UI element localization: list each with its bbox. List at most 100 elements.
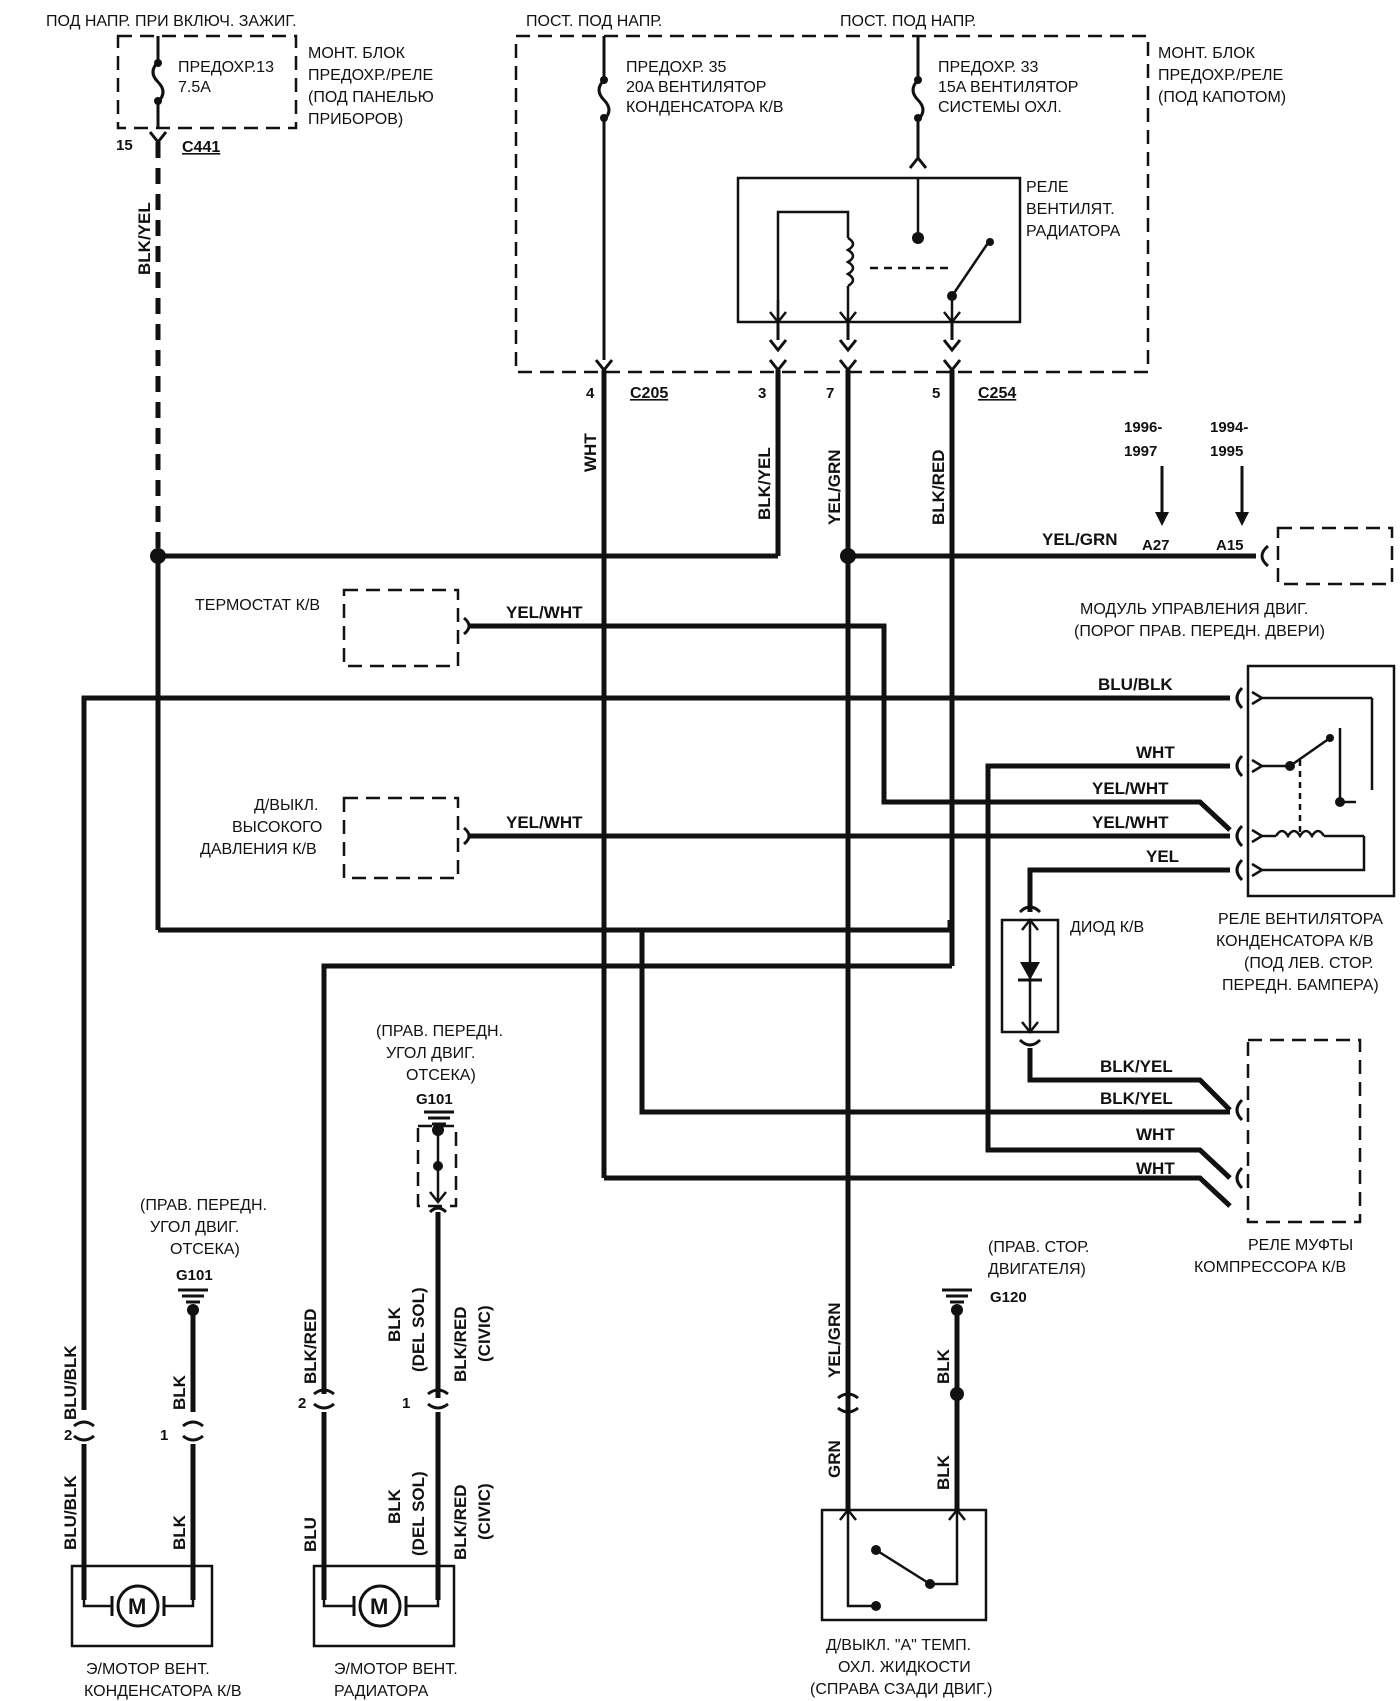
wire-label-yel-wht-hps: YEL/WHT [506, 813, 583, 832]
cond-relay-label-3: (ПОД ЛЕВ. СТОР. [1244, 955, 1374, 972]
dash-box-label-4: ПРИБОРОВ) [308, 111, 403, 128]
wire-label-blk-red-civic-up2: (CIVIC) [475, 1305, 494, 1362]
wire-yel-wht-thermo [470, 623, 1232, 832]
fuse13-rating: 7.5A [178, 79, 211, 96]
wire-label-blk-yel-clutch2: BLK/YEL [1100, 1089, 1173, 1108]
wire-label-blk-yel-3: BLK/YEL [755, 447, 774, 520]
wire-label-yel-grn-7: YEL/GRN [825, 449, 844, 525]
c254-label: C254 [978, 385, 1016, 402]
clutch-relay-label-1: РЕЛЕ МУФТЫ [1248, 1237, 1353, 1254]
motor-cond-internals [82, 1566, 195, 1628]
wire-wht-clutch [604, 1175, 1232, 1208]
hood-box-label-1: МОНТ. БЛОК [1158, 45, 1256, 62]
wire-label-blk-red-civic-up1: BLK/RED [451, 1306, 470, 1382]
fuse-13 [151, 36, 165, 128]
pin-5: 5 [932, 385, 940, 402]
motor-cond-label-1: Э/МОТОР ВЕНТ. [86, 1661, 210, 1678]
g101b-label-2: УГОЛ ДВИГ. [386, 1045, 475, 1062]
wire-label-blk-up-a: BLK [170, 1374, 189, 1410]
motor-rad-box [312, 1564, 456, 1648]
rad-relay-label-2: ВЕНТИЛЯТ. [1026, 201, 1115, 218]
tempsw-label-1: Д/ВЫКЛ. "А" ТЕМП. [826, 1637, 971, 1654]
wire-label-blk-red-civic-dn1: BLK/RED [451, 1484, 470, 1560]
wire-wht-relay [985, 763, 1232, 1180]
motor-rad-label-2: РАДИАТОРА [334, 1683, 429, 1700]
ign-power-label: ПОД НАПР. ПРИ ВКЛЮЧ. ЗАЖИГ. [46, 13, 297, 30]
wire-blk-yel-clutch [158, 927, 1230, 1115]
wire-yel-diode [1027, 867, 1230, 912]
wire-label-wht-clutch2: WHT [1136, 1159, 1175, 1178]
cond-relay-connectors [1235, 686, 1244, 882]
motor-rad-label-1: Э/МОТОР ВЕНТ. [334, 1661, 458, 1678]
radiator-relay-internals [776, 178, 994, 322]
pin-15: 15 [116, 137, 133, 154]
g120-label-2: ДВИГАТЕЛЯ) [988, 1261, 1086, 1278]
motor-rad-symbol: M [370, 1594, 388, 1619]
fuse35-desc: КОНДЕНСАТОРА К/В [626, 99, 783, 116]
radiator-relay-box [736, 176, 1022, 324]
wire-label-blk-yel-clutch1: BLK/YEL [1100, 1057, 1173, 1076]
motor-cond-box [70, 1564, 214, 1648]
c205-label: C205 [630, 385, 668, 402]
year-1994-1: 1994- [1210, 419, 1248, 436]
hood-box-terminals [594, 300, 962, 373]
fuse33-desc: СИСТЕМЫ ОХЛ. [938, 99, 1062, 116]
hps-label-3: ДАВЛЕНИЯ К/В [200, 841, 317, 858]
g101a-ground-symbol [178, 1288, 208, 1316]
ecm-connector [1260, 544, 1270, 568]
g101b-label-1: (ПРАВ. ПЕРЕДН. [376, 1023, 503, 1040]
rad-relay-label-3: РАДИАТОРА [1026, 223, 1121, 240]
ecm-label-1: МОДУЛЬ УПРАВЛЕНИЯ ДВИГ. [1080, 601, 1308, 618]
cond-relay-label-1: РЕЛЕ ВЕНТИЛЯТОРА [1218, 911, 1383, 928]
wire-label-blk-del-sol-up1: BLK [385, 1306, 404, 1342]
hood-box-label-3: (ПОД КАПОТОМ) [1158, 89, 1286, 106]
g120-conn: G120 [990, 1289, 1027, 1306]
year-1996-2: 1997 [1124, 443, 1157, 460]
wire-label-yel-grn-low: YEL/GRN [825, 1302, 844, 1378]
fuse13-label: ПРЕДОХР.13 [178, 59, 274, 76]
tempsw-label-3: (СПРАВА СЗАДИ ДВИГ.) [810, 1681, 992, 1698]
wire-label-blk-red-5: BLK/RED [929, 449, 948, 525]
g120-label-1: (ПРАВ. СТОР. [988, 1239, 1089, 1256]
motor-rad-connectors [313, 1388, 449, 1410]
cond-relay-label-2: КОНДЕНСАТОРА К/В [1216, 933, 1373, 950]
fuse33-label: ПРЕДОХР. 33 [938, 59, 1039, 76]
wire-label-blu-blk-down: BLU/BLK [61, 1475, 80, 1550]
thermostat-box [342, 588, 460, 668]
tempsw-box [820, 1508, 988, 1622]
wire-label-yel-wht-relay2: YEL/WHT [1092, 813, 1169, 832]
wire-label-yel-relay: YEL [1146, 847, 1179, 866]
ecm-label-2: (ПОРОГ ПРАВ. ПЕРЕДН. ДВЕРИ) [1074, 623, 1325, 640]
year-1996-1: 1996- [1124, 419, 1162, 436]
wire-label-blk-g120-up: BLK [934, 1348, 953, 1384]
a15-label: A15 [1216, 537, 1244, 554]
c441-label: C441 [182, 139, 220, 156]
motor-cond-label-2: КОНДЕНСАТОРА К/В [84, 1683, 241, 1700]
g101a-conn: G101 [176, 1267, 213, 1284]
wire-blu-blk [81, 695, 1230, 1410]
wire-label-blu-blk-up: BLU/BLK [61, 1345, 80, 1420]
rad-relay-label-1: РЕЛЕ [1026, 179, 1069, 196]
wire-label-grn-low: GRN [825, 1440, 844, 1478]
fuse-33 [908, 36, 928, 169]
fuse33-rating: 15A ВЕНТИЛЯТОР [938, 79, 1078, 96]
clutch-relay-box [1246, 1038, 1362, 1224]
g101a-label-2: УГОЛ ДВИГ. [150, 1219, 239, 1236]
dash-box-label-1: МОНТ. БЛОК [308, 45, 406, 62]
wire-label-wht-clutch1: WHT [1136, 1125, 1175, 1144]
g101b-ground-symbol [416, 1110, 458, 1214]
g101a-label-1: (ПРАВ. ПЕРЕДН. [140, 1197, 267, 1214]
wire-label-blk-del-sol-up2: (DEL SOL) [409, 1287, 428, 1372]
pin-4: 4 [586, 385, 595, 402]
year-arrows [1155, 466, 1249, 526]
tempsw-label-2: ОХЛ. ЖИДКОСТИ [838, 1659, 971, 1676]
fuse-box-dash-outline [116, 34, 298, 130]
tempsw-internals [839, 1507, 966, 1611]
wire-label-wht-c205: WHT [581, 433, 600, 472]
wire-label-blk-red-up: BLK/RED [301, 1308, 320, 1384]
diode-label: ДИОД К/В [1070, 919, 1144, 936]
const-power-label-1: ПОСТ. ПОД НАПР. [526, 13, 662, 30]
a27-label: A27 [1142, 537, 1170, 554]
wire-blk-yel-diode [1027, 1048, 1232, 1112]
